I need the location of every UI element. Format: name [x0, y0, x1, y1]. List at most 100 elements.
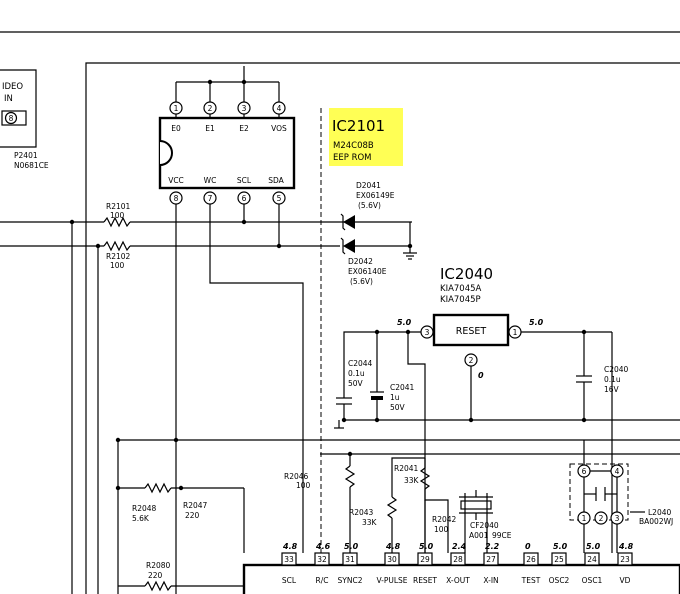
main-ic-pin-label: SCL [282, 576, 297, 585]
ic2101-top-pins: 1 2 3 4 E0 E1 E2 VOS [169, 66, 287, 133]
r2102-ref: R2102 [106, 252, 131, 261]
d2041-value: (5.6V) [358, 201, 381, 210]
cf2040-ref: CF2040 [470, 521, 499, 530]
ic2040-body [432, 313, 510, 347]
main-ic-pin-number: 28 [453, 555, 463, 564]
main-ic-pin-box [523, 552, 539, 566]
ic2101-pin4-label: VOS [271, 124, 287, 133]
ic2101-pin4-num: 4 [277, 104, 282, 113]
main-ic-pin-voltage: 0 [525, 542, 531, 551]
d2042-ref: D2042 [348, 257, 373, 266]
r2101-ref: R2101 [106, 202, 131, 211]
c2041-ref: C2041 [390, 383, 415, 392]
c2044-v2: 50V [348, 379, 364, 388]
ic2040-pin3-num: 3 [425, 328, 430, 337]
l2040-pin6: 6 [582, 467, 587, 476]
bus-lines [115, 437, 680, 594]
main-ic-pin-box [584, 552, 600, 566]
r2048-ref: R2048 [132, 504, 157, 513]
main-ic-pin-label: V-PULSE [376, 576, 407, 585]
main-ic-pin-number: 30 [387, 555, 397, 564]
ic2101-pin3-num: 3 [242, 104, 247, 113]
ic2101-bottom-pins: VCC WC SCL SDA 8 7 6 5 [168, 176, 286, 205]
ic2040-part1: KIA7045A [440, 284, 482, 294]
main-ic-pin-voltage: 2.4 [452, 542, 467, 551]
c2041-v2: 50V [390, 403, 406, 412]
main-ic-pin-label: VD [620, 576, 631, 585]
r2080-ref: R2080 [146, 561, 171, 570]
l2040-pin4: 4 [615, 467, 620, 476]
main-ic-pin-number: 24 [587, 555, 597, 564]
r2048-value: 5.6K [132, 514, 150, 523]
r2041-value: 33K [404, 476, 420, 485]
ic2101-pin1-label: E0 [171, 124, 181, 133]
main-ic-pin-box [483, 552, 499, 566]
video-in-box [0, 69, 37, 148]
left-resistors [115, 482, 245, 592]
main-ic-pin-number: 27 [486, 555, 496, 564]
main-ic-pin-voltage: 4.8 [385, 542, 401, 551]
r2041-ref: R2041 [394, 464, 419, 473]
main-ic-pin-box [551, 552, 567, 566]
main-ic-pin-label: OSC1 [582, 576, 603, 585]
r2101-value: 100 [110, 211, 125, 220]
ic2101-pin6-num: 6 [242, 194, 247, 203]
ic2040-vin: 5.0 [397, 318, 412, 327]
main-ic-pin-label: X-OUT [446, 576, 470, 585]
main-ic-pins: 334.8SCL324.6R/C315.0SYNC2304.8V-PULSE29… [281, 542, 634, 585]
ic2101-pin6-label: SCL [237, 176, 252, 185]
l2040-ref: L2040 [648, 508, 671, 517]
c2044-ref: C2044 [348, 359, 373, 368]
r2042-ref: R2042 [432, 515, 457, 524]
ic2101-pin7-num: 7 [208, 194, 213, 203]
ic2101-pin3-label: E2 [239, 124, 249, 133]
cf2040-part: A001 [469, 531, 489, 540]
main-ic-pin-box [281, 552, 297, 566]
ic2101-pin5-label: SDA [268, 176, 284, 185]
ic2101-pin5-num: 5 [277, 194, 282, 203]
cf2040-part2: 99CE [492, 531, 512, 540]
video-in-label1: IDEO [2, 82, 23, 92]
ic2101-pin7-label: WC [204, 176, 217, 185]
r2046-value: 100 [296, 481, 311, 490]
c2040-v1: 0.1u [604, 375, 621, 384]
r2080-value: 220 [148, 571, 163, 580]
d2041-part: EX06149E [356, 191, 395, 200]
c2044-v1: 0.1u [348, 369, 365, 378]
main-ic-pin-label: X-IN [483, 576, 498, 585]
r2102-value: 100 [110, 261, 125, 270]
r2047-value: 220 [185, 511, 200, 520]
ic2101-pin2-num: 2 [208, 104, 213, 113]
c2040-v2: 16V [604, 385, 620, 394]
d2041-ref: D2041 [356, 181, 381, 190]
r2046-ref: R2046 [284, 472, 309, 481]
crystal-cf2040 [459, 490, 493, 553]
ic2040-pin2-num: 2 [469, 356, 474, 365]
main-ic-pin-label: RESET [413, 576, 437, 585]
main-ic-pin-voltage: 4.6 [315, 542, 331, 551]
ic2101-part: M24C08B [333, 141, 374, 151]
main-ic-pin-box [617, 552, 633, 566]
main-ic-pin-box [342, 552, 358, 566]
ic2101-pin8-num: 8 [174, 194, 179, 203]
main-ic-pin-number: 32 [317, 555, 327, 564]
ic2040-vgnd: 0 [478, 371, 484, 380]
ic2101-function: EEP ROM [333, 153, 372, 163]
section-border [85, 62, 680, 594]
main-ic-pin-number: 29 [420, 555, 430, 564]
ic2040-vout: 5.0 [529, 318, 544, 327]
ic2040-label: RESET [456, 326, 487, 337]
main-ic-pin-voltage: 5.0 [419, 542, 434, 551]
r2042-value: 100 [434, 525, 449, 534]
r2043-value: 33K [362, 518, 378, 527]
ic2101-label-highlight [329, 108, 403, 166]
main-ic-pin-voltage: 4.8 [618, 542, 634, 551]
ic2101-pin1-num: 1 [174, 104, 179, 113]
ic2040-part2: KIA7045P [440, 295, 481, 305]
main-ic-pin-number: 33 [284, 555, 294, 564]
main-ic-pin-voltage: 2.2 [485, 542, 500, 551]
r2043-ref: R2043 [349, 508, 374, 517]
main-ic-pin-number: 25 [554, 555, 564, 564]
l2040-part: BA002WJ [639, 517, 673, 526]
video-in-ref: P2401 [14, 151, 38, 160]
